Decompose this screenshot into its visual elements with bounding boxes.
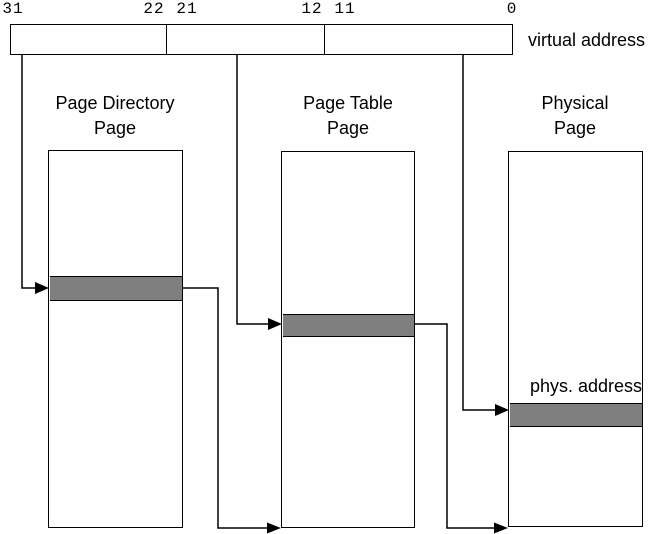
bit-label-31: 31 <box>2 0 24 18</box>
arrow-head-physaddr <box>495 404 509 416</box>
physical-page-title-line1: Physical <box>541 93 609 113</box>
virtual-address-bar <box>10 24 513 55</box>
line-pde-to-pagetable <box>183 287 267 529</box>
arrow-head-physicalpage <box>494 522 508 534</box>
page-table-box <box>281 151 415 528</box>
bit-label-21: 21 <box>176 0 198 18</box>
page-directory-title: Page Directory Page <box>15 91 215 141</box>
field-divider-12-11 <box>323 25 325 54</box>
bit-label-0: 0 <box>506 0 518 18</box>
page-directory-entry-highlight <box>49 276 182 301</box>
physical-page-title: Physical Page <box>475 91 651 141</box>
page-directory-title-line1: Page Directory <box>55 93 175 113</box>
line-pte-to-physicalpage <box>415 323 494 529</box>
page-directory-box <box>48 150 183 528</box>
page-directory-title-line2: Page <box>93 118 137 138</box>
page-table-title-line2: Page <box>326 118 370 138</box>
virtual-address-label: virtual address <box>528 30 646 50</box>
bit-label-11: 11 <box>334 0 356 18</box>
bit-label-22: 22 <box>143 0 165 18</box>
bit-label-12: 12 <box>301 0 323 18</box>
physical-address-label: phys. address <box>529 376 642 396</box>
field-divider-22-21 <box>165 25 167 54</box>
arrow-head-pagetable <box>267 522 281 534</box>
physical-address-highlight <box>509 403 642 427</box>
line-dirindex-to-pde <box>21 55 35 289</box>
page-table-title-line1: Page Table <box>303 93 393 113</box>
page-table-entry-highlight <box>282 314 414 337</box>
physical-page-box <box>508 151 643 527</box>
page-table-title: Page Table Page <box>248 91 448 141</box>
physical-page-title-line2: Page <box>553 118 597 138</box>
arrow-head-pde <box>35 282 49 294</box>
arrow-head-pte <box>268 318 282 330</box>
